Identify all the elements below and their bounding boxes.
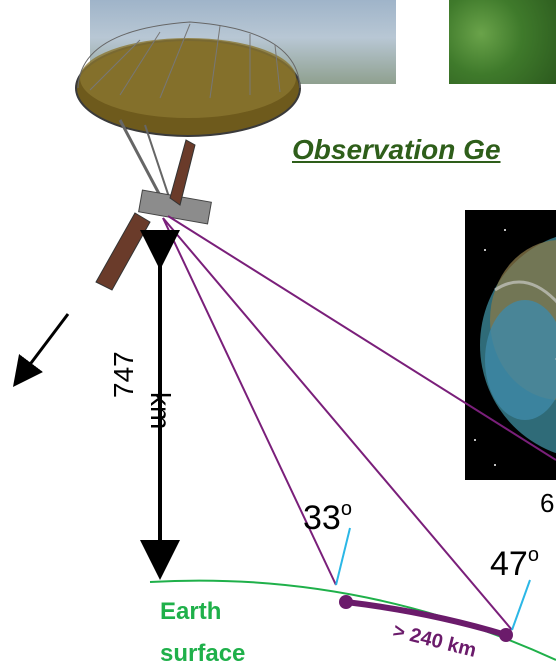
top-photo-right [449,0,556,84]
inner-normal-line [335,527,351,586]
earth-image-caption: 6 [540,488,555,518]
satellite-icon [75,21,301,291]
observation-geometry-title: Observation Ge [292,134,501,165]
motion-direction-arrow [12,313,70,387]
earth-label-line1: Earth [160,598,222,625]
altitude-value: 747 [108,351,139,398]
swath-arc [345,599,507,638]
edge-view-line [167,215,556,461]
inner-view-line [162,217,337,586]
earth-globe-image [465,210,556,480]
inner-incidence-angle: 33o [303,498,352,537]
altitude-unit: km [145,392,176,430]
outer-incidence-angle: 47o [490,544,539,583]
outer-normal-line [511,579,531,631]
earth-label-line2: surface [160,640,246,667]
swath-start-point [339,595,353,609]
earth-globe-icon [474,229,556,466]
swath-end-point [499,628,513,642]
outer-view-line [162,217,513,631]
